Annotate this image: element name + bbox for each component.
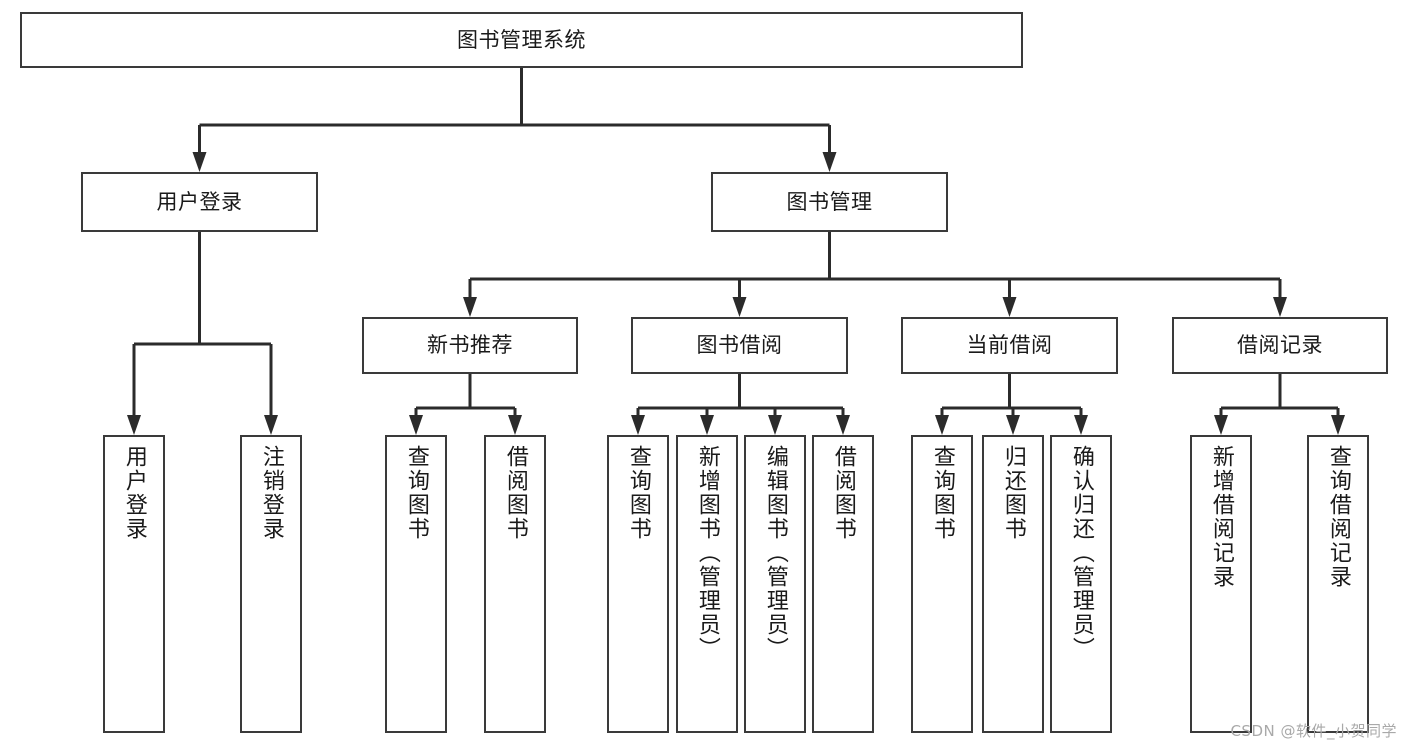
node-leaf-cur-1[interactable]: 查询图书 [911,435,973,733]
node-label: 查询图书 [625,445,651,541]
connector-arrowhead [1006,415,1020,435]
node-current[interactable]: 当前借阅 [901,317,1118,374]
connector-arrowhead [700,415,714,435]
node-label: 编辑图书（管理员） [762,445,788,661]
node-label: 新增借阅记录 [1208,445,1234,589]
node-root[interactable]: 图书管理系统 [20,12,1023,68]
node-label: 查询图书 [929,445,955,541]
node-label: 确认归还（管理员） [1068,445,1094,661]
connector-arrowhead [768,415,782,435]
node-bookmgmt[interactable]: 图书管理 [711,172,948,232]
node-leaf-borrow-4[interactable]: 借阅图书 [812,435,874,733]
connector-arrowhead [1214,415,1228,435]
node-leaf-new-1[interactable]: 查询图书 [385,435,447,733]
node-label: 新增图书（管理员） [694,445,720,661]
node-leaf-cur-2[interactable]: 归还图书 [982,435,1044,733]
node-label: 图书管理 [786,189,873,214]
node-newbook[interactable]: 新书推荐 [362,317,578,374]
node-leaf-rec-2[interactable]: 查询借阅记录 [1307,435,1369,733]
watermark: CSDN @软件_小贺同学 [1230,722,1397,740]
node-label: 借阅图书 [502,445,528,541]
node-label: 注销登录 [258,445,284,541]
node-leaf-borrow-3[interactable]: 编辑图书（管理员） [744,435,806,733]
connector-arrowhead [935,415,949,435]
node-leaf-borrow-1[interactable]: 查询图书 [607,435,669,733]
connector-arrowhead [732,297,747,317]
node-leaf-new-2[interactable]: 借阅图书 [484,435,546,733]
connector-arrowhead [1331,415,1345,435]
connector-arrowhead [192,152,207,172]
connector-arrowhead [1002,297,1017,317]
node-record[interactable]: 借阅记录 [1172,317,1388,374]
connector-arrowhead [836,415,850,435]
node-label: 新书推荐 [427,333,513,358]
node-label: 图书管理系统 [457,27,586,52]
node-label: 归还图书 [1000,445,1026,541]
node-borrow[interactable]: 图书借阅 [631,317,848,374]
node-leaf-login-2[interactable]: 注销登录 [240,435,302,733]
node-label: 借阅图书 [830,445,856,541]
node-label: 查询借阅记录 [1325,445,1351,589]
node-label: 查询图书 [403,445,429,541]
connector-arrowhead [463,297,477,317]
node-label: 借阅记录 [1237,333,1323,358]
node-leaf-rec-1[interactable]: 新增借阅记录 [1190,435,1252,733]
node-label: 图书借阅 [696,333,783,358]
connector-arrowhead [1273,297,1287,317]
connector-arrowhead [127,415,141,435]
connector-arrowhead [631,415,645,435]
node-leaf-cur-3[interactable]: 确认归还（管理员） [1050,435,1112,733]
node-login[interactable]: 用户登录 [81,172,318,232]
connector-arrowhead [264,415,278,435]
node-label: 用户登录 [156,189,243,214]
node-label: 当前借阅 [966,333,1053,358]
connector-arrowhead [1074,415,1088,435]
node-label: 用户登录 [121,445,147,541]
node-leaf-borrow-2[interactable]: 新增图书（管理员） [676,435,738,733]
connector-arrowhead [508,415,522,435]
connector-arrowhead [822,152,837,172]
node-leaf-login-1[interactable]: 用户登录 [103,435,165,733]
connector-arrowhead [409,415,423,435]
